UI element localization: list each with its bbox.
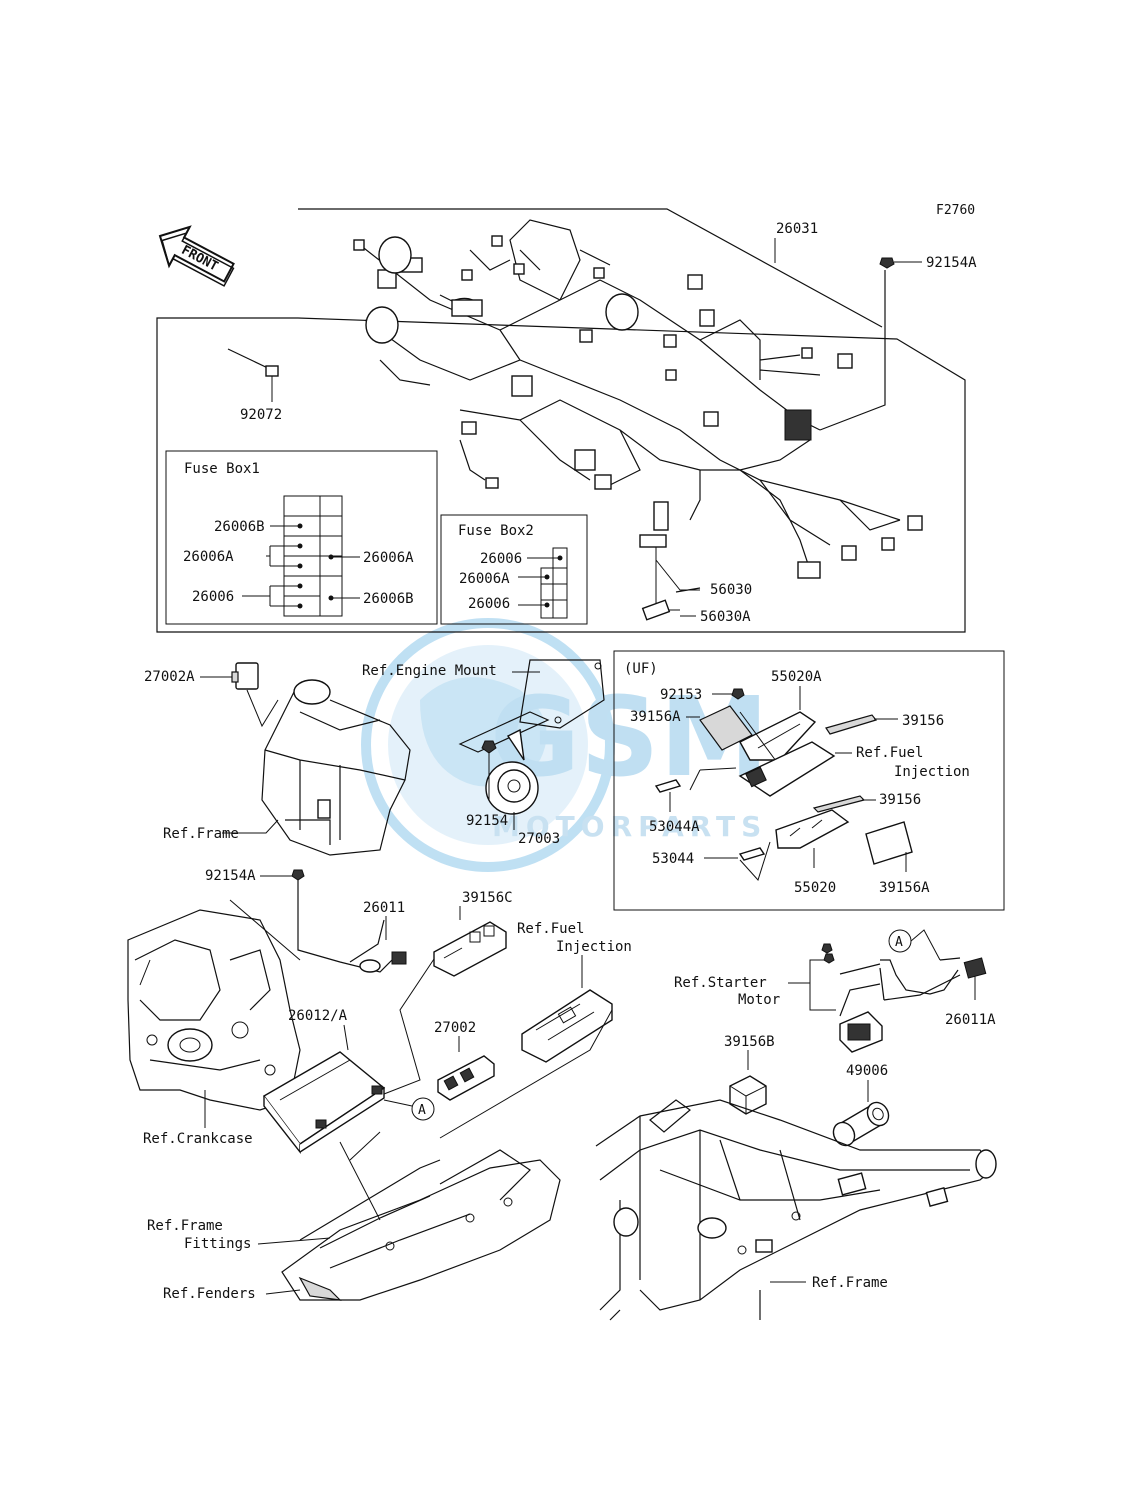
watermark-continent xyxy=(420,677,547,787)
part-53044a-label: 53044A xyxy=(649,819,700,835)
part-55020-label: 55020 xyxy=(794,880,836,896)
part-56030-label: 56030 xyxy=(710,582,752,598)
ref-starter-motor-1: Ref.Starter xyxy=(674,975,767,991)
fuse-box1-title: Fuse Box1 xyxy=(184,461,260,477)
cover-55020a xyxy=(739,711,817,761)
part-55020a-label: 55020A xyxy=(771,669,822,685)
fb1-26006a-left-label: 26006A xyxy=(183,549,234,565)
part-26031-label: 26031 xyxy=(776,221,818,237)
fb1-26006a-right-label: 26006A xyxy=(363,550,414,566)
bolt-92154a-mid xyxy=(291,869,305,881)
part-39156-upper-label: 39156 xyxy=(902,713,944,729)
part-39156a-lower-label: 39156A xyxy=(879,880,930,896)
circle-a-left-label: A xyxy=(418,1103,426,1118)
part-39156b-label: 39156B xyxy=(724,1034,775,1050)
relay-27002 xyxy=(437,1055,495,1101)
ref-fuel-injection-uf-1: Ref.Fuel xyxy=(856,745,923,761)
ref-frame-upper-label: Ref.Frame xyxy=(163,826,239,842)
fb1-26006-left-label: 26006 xyxy=(192,589,234,605)
screw-92153 xyxy=(731,688,745,700)
clamp-92072 xyxy=(227,348,279,377)
ref-fuel-injection-mid-2: Injection xyxy=(556,939,632,955)
circle-a-left xyxy=(411,1097,435,1121)
front-arrow-icon: FRONT xyxy=(158,225,235,287)
part-27002-label: 27002 xyxy=(434,1020,476,1036)
ecu-uf xyxy=(689,741,836,797)
horn-27003 xyxy=(485,728,539,815)
part-27003-label: 27003 xyxy=(518,831,560,847)
cover-49006 xyxy=(832,1101,890,1147)
part-39156-lower-label: 39156 xyxy=(879,792,921,808)
pad-39156b xyxy=(729,1075,767,1115)
watermark-ring xyxy=(361,618,615,872)
main-frame-illustration xyxy=(595,1099,997,1321)
rear-fender-illustration xyxy=(281,1149,561,1301)
fuse-box1-diagram xyxy=(242,495,360,617)
pad-39156c xyxy=(433,921,507,977)
watermark-sub-text: MOTORPARTS xyxy=(492,810,767,843)
part-39156a-upper-label: 39156A xyxy=(630,709,681,725)
fb1-26006b-top-label: 26006B xyxy=(214,519,265,535)
tape-56030 xyxy=(675,587,701,593)
fuse-box2-frame xyxy=(440,514,588,625)
part-92072-label: 92072 xyxy=(240,407,282,423)
frame-head-illustration xyxy=(261,679,411,856)
ref-engine-mount-label: Ref.Engine Mount xyxy=(362,663,497,679)
uf-box-frame xyxy=(613,650,1005,911)
fb1-26006b-right-label: 26006B xyxy=(363,591,414,607)
part-92154a-top-label: 92154A xyxy=(926,255,977,271)
pad-39156a-lower xyxy=(865,821,913,865)
bolt-92154 xyxy=(481,740,497,754)
ref-frame-fittings-1: Ref.Frame xyxy=(147,1218,223,1234)
ref-frame-lower-label: Ref.Frame xyxy=(812,1275,888,1291)
pad-39156-upper xyxy=(825,714,878,735)
ref-starter-motor-2: Motor xyxy=(738,992,780,1008)
fb2-26006-bottom-label: 26006 xyxy=(468,596,510,612)
fuse-box1-frame xyxy=(165,450,438,625)
part-27002a-label: 27002A xyxy=(144,669,195,685)
bolt-92154a-top xyxy=(879,257,895,269)
part-53044-label: 53044 xyxy=(652,851,694,867)
part-26011a-label: 26011A xyxy=(945,1012,996,1028)
pin-53044 xyxy=(738,847,766,861)
fuse-box2-title: Fuse Box2 xyxy=(458,523,534,539)
uf-box-title: (UF) xyxy=(624,661,658,677)
battery-26012 xyxy=(262,1051,386,1155)
part-92154-label: 92154 xyxy=(466,813,508,829)
pad-39156a-upper xyxy=(699,705,753,751)
ref-fenders-label: Ref.Fenders xyxy=(163,1286,256,1302)
tape-56030a xyxy=(641,599,671,621)
crankcase-illustration xyxy=(127,899,301,1111)
part-26012a-label: 26012/A xyxy=(288,1008,348,1024)
ref-frame-fittings-2: Fittings xyxy=(184,1236,251,1252)
engine-mount-bracket xyxy=(458,659,605,753)
part-92154a-mid-label: 92154A xyxy=(205,868,256,884)
ref-crankcase-label: Ref.Crankcase xyxy=(143,1131,253,1147)
pin-53044a xyxy=(654,779,682,793)
pad-39156-lower xyxy=(812,795,866,813)
part-49006-label: 49006 xyxy=(846,1063,888,1079)
starter-relay-26011a xyxy=(821,943,987,1053)
part-56030a-label: 56030A xyxy=(700,609,751,625)
battery-cable-26011 xyxy=(297,880,407,973)
circle-a-right-label: A xyxy=(895,935,903,950)
fb2-26006-top-label: 26006 xyxy=(480,551,522,567)
fb2-26006a-label: 26006A xyxy=(459,571,510,587)
fuse-box2-diagram xyxy=(518,547,568,619)
main-wiring-harness xyxy=(353,219,923,579)
ref-fuel-injection-mid-1: Ref.Fuel xyxy=(517,921,584,937)
part-26011-label: 26011 xyxy=(363,900,405,916)
relay-27002a xyxy=(231,662,259,690)
part-39156c-label: 39156C xyxy=(462,890,513,906)
bracket-55020 xyxy=(775,809,850,849)
main-harness-frame xyxy=(156,208,966,633)
part-92153-label: 92153 xyxy=(660,687,702,703)
ref-fuel-injection-uf-2: Injection xyxy=(894,764,970,780)
diagram-code: F2760 xyxy=(936,203,975,218)
ecu-mid xyxy=(521,989,613,1063)
